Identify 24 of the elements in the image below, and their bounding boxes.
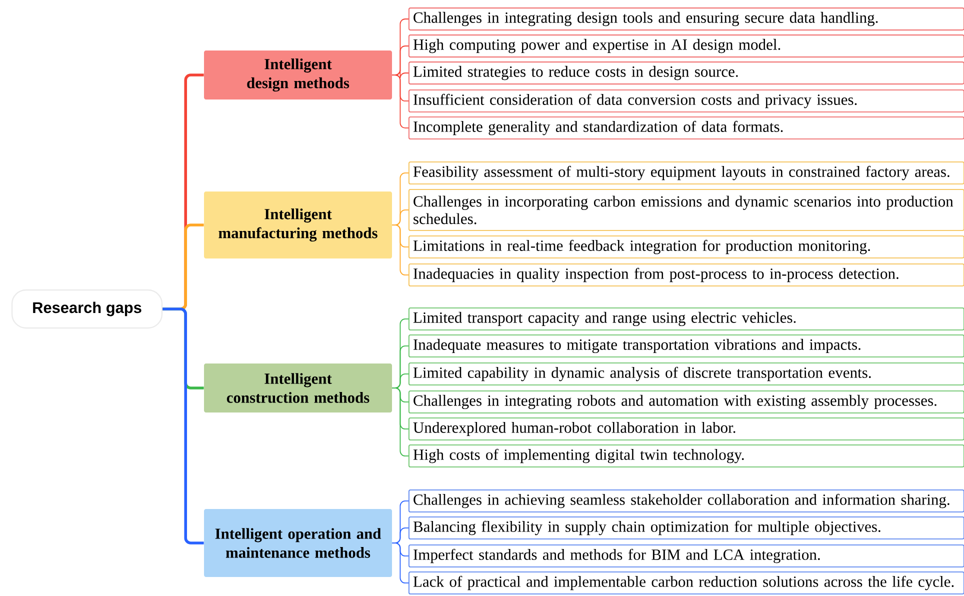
gap-box: Feasibility assessment of multi-story equipment layouts in constrained factory areas.	[408, 162, 964, 184]
gap-box: Incomplete generality and standardization of data formats.	[408, 116, 964, 140]
root-box: Research gaps	[11, 289, 163, 329]
gap-box: Underexplored human-robot collaboration in labor.	[408, 418, 964, 440]
gap-box: Challenges in integrating robots and automation with existing assembly processes.	[408, 390, 964, 414]
gap-box: Challenges in integrating design tools and ensuring secure data handling.	[408, 8, 964, 30]
gap-box: Challenges in incorporating carbon emissions and dynamic scenarios into production schedules.	[408, 189, 964, 231]
gap-box: Lack of practical and implementable carbon reduction solutions across the life cycle.	[408, 572, 964, 594]
gap-box: Inadequacies in quality inspection from post-process to in-process detection.	[408, 264, 964, 286]
gap-box: Imperfect standards and methods for BIM and LCA integration.	[408, 544, 964, 568]
category-box: Intelligent construction methods	[204, 363, 392, 412]
gap-box: Balancing flexibility in supply chain optimization for multiple objectives.	[408, 516, 964, 540]
gap-box: Insufficient consideration of data conversion costs and privacy issues.	[408, 90, 964, 112]
gap-box: Challenges in achieving seamless stakeholder collaboration and information sharing.	[408, 490, 964, 512]
gap-box: Limited capability in dynamic analysis of discrete transportation events.	[408, 362, 964, 386]
category-box: Intelligent manufacturing methods	[204, 191, 392, 258]
category-box: Intelligent design methods	[204, 50, 392, 100]
gap-box: High costs of implementing digital twin technology.	[408, 444, 964, 468]
gap-box: Limited strategies to reduce costs in design source.	[408, 62, 964, 84]
gap-box: Limitations in real-time feedback integration for production monitoring.	[408, 236, 964, 258]
category-box: Intelligent operation and maintenance methods	[204, 508, 392, 577]
gap-box: Inadequate measures to mitigate transportation vibrations and impacts.	[408, 334, 964, 358]
gap-box: Limited transport capacity and range using electric vehicles.	[408, 308, 964, 330]
gap-box: High computing power and expertise in AI design model.	[408, 34, 964, 58]
